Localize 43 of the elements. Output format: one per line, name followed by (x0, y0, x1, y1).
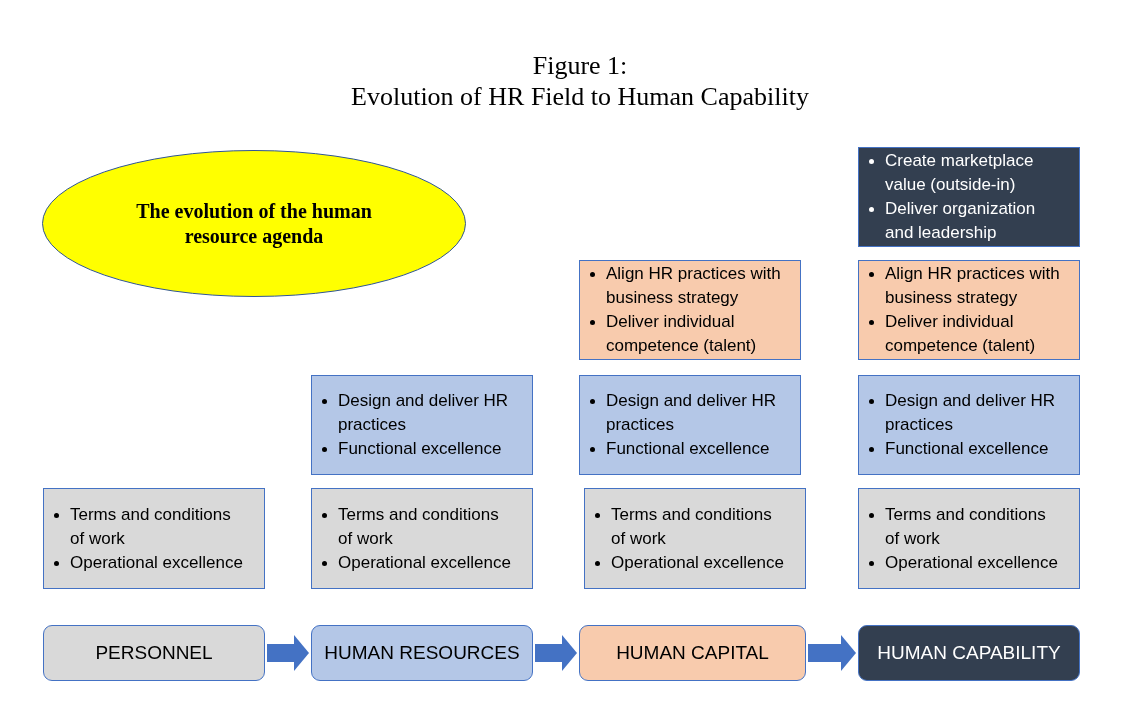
bullet-item: Operational excellence (52, 550, 247, 575)
block-arrow (267, 635, 309, 671)
bullet-item: Functional excellence (867, 437, 1062, 461)
practice-card (858, 147, 1080, 247)
bullet-item: Terms and conditions of work (52, 502, 247, 551)
practice-card (311, 488, 533, 589)
practice-card (858, 375, 1080, 475)
stage-box (311, 625, 533, 681)
bullet-item: Functional excellence (588, 437, 783, 461)
stage-label: HUMAN CAPITAL (616, 641, 769, 665)
bullet-item: Deliver individual competence (talent) (867, 310, 1062, 358)
bullet-item: Align HR practices with business strategy (867, 262, 1062, 310)
bullet-item: Operational excellence (593, 550, 788, 575)
stage-box (858, 625, 1080, 681)
practice-card (311, 375, 533, 475)
bullet-item: Operational excellence (867, 550, 1062, 575)
bullet-item: Deliver organization and leadership (867, 197, 1062, 245)
stage-label: HUMAN RESOURCES (324, 641, 520, 665)
bullet-item: Terms and conditions of work (593, 502, 788, 551)
callout-heading: The evolution of the human resource agenda (135, 198, 373, 249)
practice-card (43, 488, 265, 589)
block-arrow (535, 635, 577, 671)
bullet-item: Terms and conditions of work (867, 502, 1062, 551)
practice-card (858, 488, 1080, 589)
practice-card (579, 260, 801, 360)
bullet-item: Operational excellence (320, 550, 515, 575)
stage-label: HUMAN CAPABILITY (877, 641, 1061, 665)
bullet-item: Design and deliver HR practices (867, 389, 1062, 437)
stage-box (579, 625, 806, 681)
figure-title: Figure 1: Evolution of HR Field to Human Capability (351, 50, 809, 112)
bullet-item: Terms and conditions of work (320, 502, 515, 551)
practice-card (858, 260, 1080, 360)
bullet-item: Design and deliver HR practices (588, 389, 783, 437)
bullet-item: Design and deliver HR practices (320, 389, 515, 437)
bullet-item: Align HR practices with business strategy (588, 262, 783, 310)
stage-box (43, 625, 265, 681)
practice-card (584, 488, 806, 589)
practice-card (579, 375, 801, 475)
stage-label: PERSONNEL (95, 641, 213, 665)
bullet-item: Create marketplace value (outside-in) (867, 149, 1062, 197)
bullet-item: Functional excellence (320, 437, 515, 461)
bullet-item: Deliver individual competence (talent) (588, 310, 783, 358)
block-arrow (808, 635, 856, 671)
